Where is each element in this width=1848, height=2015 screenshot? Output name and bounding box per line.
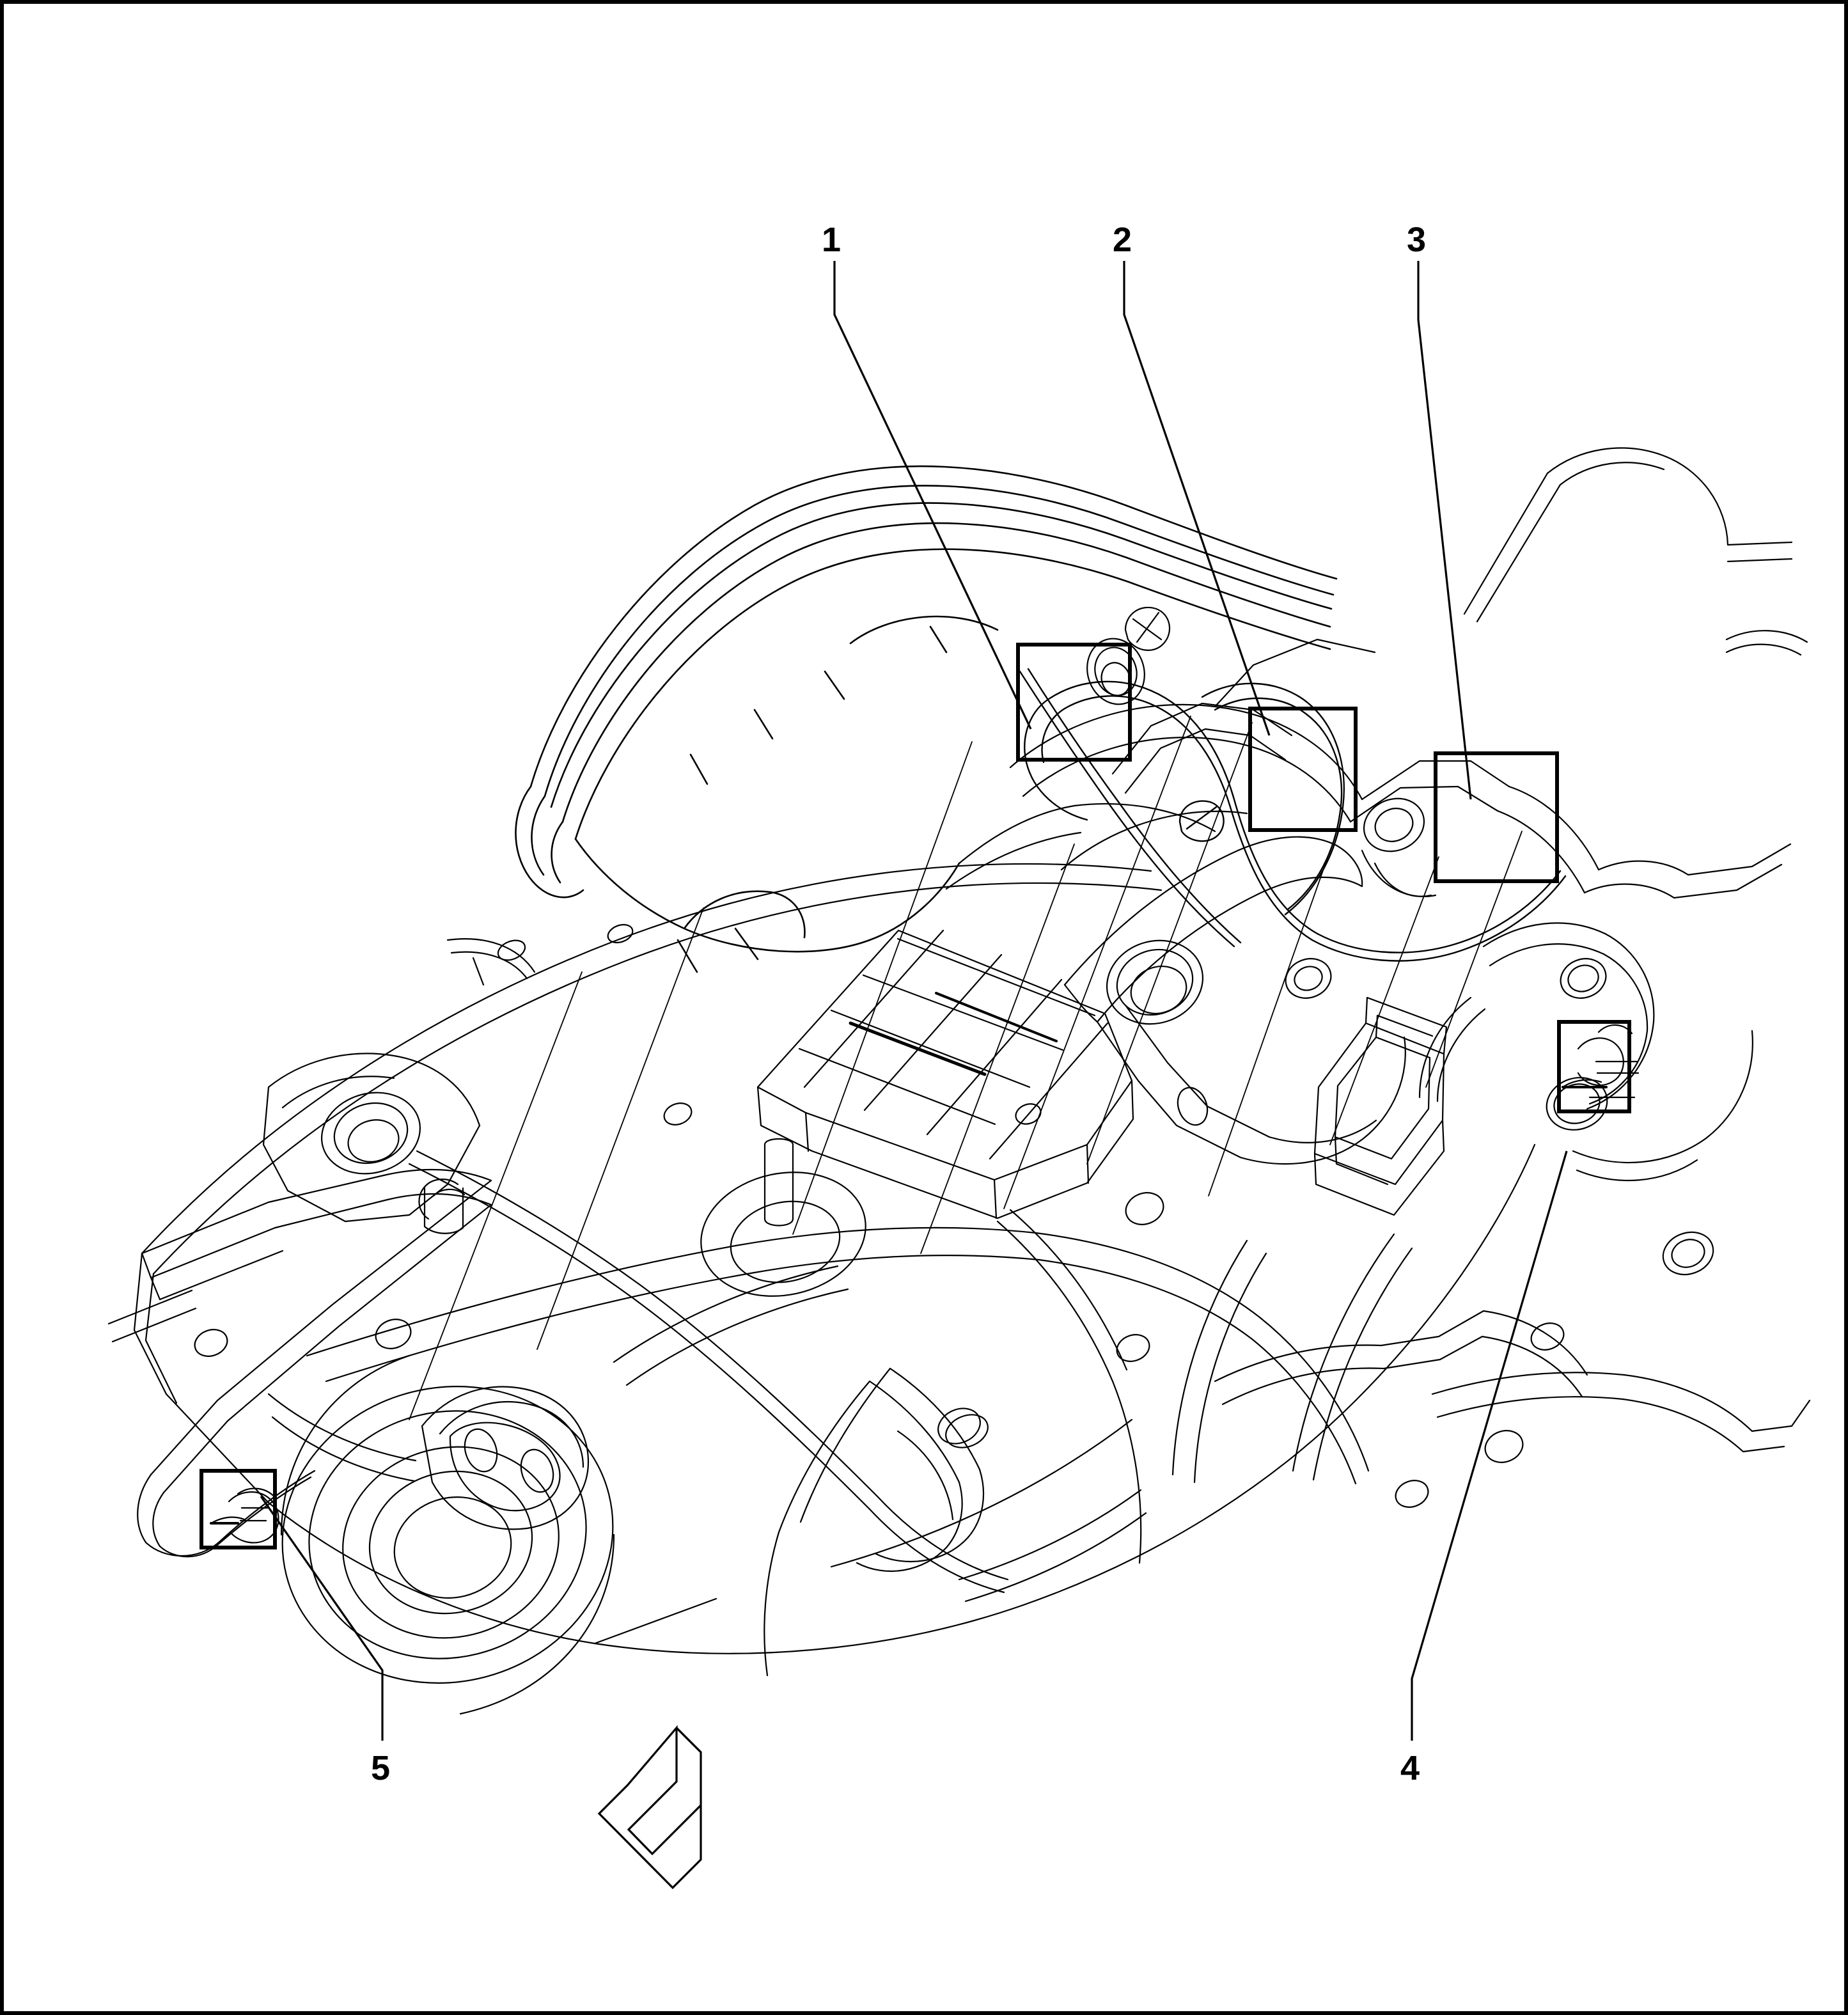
- callout-leader-line-2: [1123, 261, 1271, 736]
- crank-pulley: [280, 1354, 615, 1715]
- callout-detail-box-1: [1016, 643, 1132, 762]
- block-lower-contours: [613, 1209, 1413, 1677]
- surface-detail-holes: [194, 923, 1332, 1448]
- callout-number-4: 4: [1400, 1749, 1420, 1787]
- cowl-wiper-assembly: [515, 465, 1338, 973]
- bottom-center-bracket: [856, 1367, 985, 1572]
- block-step-ledges: [267, 1310, 1588, 1603]
- vehicle-forward-direction-arrow: [597, 1725, 702, 1890]
- callout-detail-box-4: [1557, 1020, 1631, 1113]
- cylinder-head-face: [133, 863, 1536, 1654]
- callout-number-3: 3: [1407, 221, 1427, 259]
- callout-detail-box-5: [200, 1469, 277, 1549]
- callout-number-2: 2: [1113, 221, 1132, 259]
- hidden-structure-lines: [409, 716, 1523, 1420]
- callout-detail-box-2: [1248, 707, 1358, 832]
- callout-number-5: 5: [371, 1749, 391, 1787]
- callout-leader-line-5: [260, 1496, 384, 1741]
- callout-number-1: 1: [822, 221, 842, 259]
- callout-leader-line-1: [833, 261, 1032, 730]
- right-round-boss: [1560, 958, 1714, 1276]
- callout-leader-line-3: [1417, 261, 1472, 800]
- fuel-line-routing: [408, 1150, 1009, 1594]
- callout-leader-line-4: [1411, 1150, 1568, 1741]
- harness-clip-detail-5: [210, 1487, 279, 1544]
- callout-detail-box-3: [1434, 751, 1559, 883]
- two-hole-mounting-flange: [421, 1386, 590, 1530]
- valve-cover-stud: [700, 1138, 866, 1297]
- left-harness-strap: [418, 1179, 466, 1234]
- square-connector-housing: [1313, 996, 1448, 1216]
- right-side-brackets: [1395, 447, 1811, 1508]
- wiring-harness-loop: [1019, 668, 1567, 962]
- left-mount-bracket: [262, 938, 536, 1223]
- harness-clip-detail-4: [1546, 1024, 1640, 1131]
- cylindrical-boss-upper: [1106, 939, 1204, 1025]
